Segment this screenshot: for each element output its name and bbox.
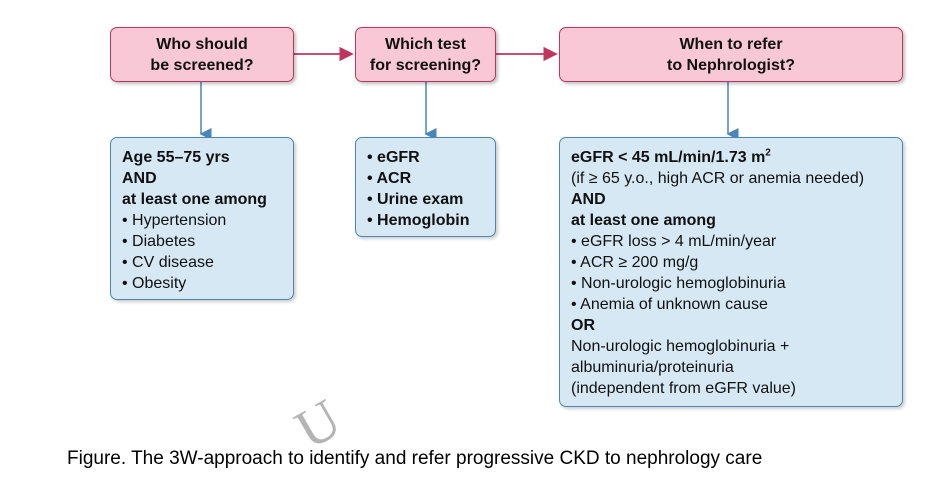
when-item-hemoglobinuria: • Non-urologic hemoglobinuria [571,275,786,292]
when-egfr-text: eGFR < 45 mL/min/1.73 m [571,149,766,166]
header-who-line-2: be screened? [150,56,254,74]
header-which-test: Which test for screening? [355,27,496,82]
when-at-least-one: at least one among [571,212,716,229]
which-tests-box: • eGFR • ACR • Urine exam • Hemoglobin [355,137,496,237]
who-item-obesity: • Obesity [122,275,187,292]
which-item-acr: • ACR [367,170,412,187]
when-alt-line-2: albuminuria/proteinuria [571,359,734,376]
header-who-line-1: Who should [156,35,248,53]
which-item-urine-exam: • Urine exam [367,191,464,208]
when-egfr-threshold: eGFR < 45 mL/min/1.73 m2 [571,147,892,168]
header-when-to-refer: When to refer to Nephrologist? [559,27,903,82]
who-and: AND [122,170,157,187]
when-or: OR [571,317,595,334]
when-alt-line-1: Non-urologic hemoglobinuria + [571,338,790,355]
who-age-range: Age 55–75 yrs [122,149,230,166]
when-item-acr: • ACR ≥ 200 mg/g [571,254,699,271]
when-and: AND [571,191,606,208]
header-when-line-1: When to refer [679,35,783,53]
which-item-egfr: • eGFR [367,149,420,166]
which-item-hemoglobin: • Hemoglobin [367,212,470,229]
when-item-egfr-loss: • eGFR loss > 4 mL/min/year [571,233,777,250]
who-item-hypertension: • Hypertension [122,212,227,229]
header-who-should-be-screened: Who should be screened? [110,27,294,82]
who-item-diabetes: • Diabetes [122,233,196,250]
who-at-least-one: at least one among [122,191,267,208]
when-criteria-box: eGFR < 45 mL/min/1.73 m2 (if ≥ 65 y.o., … [559,137,903,407]
when-item-anemia: • Anemia of unknown cause [571,296,768,313]
who-item-cv-disease: • CV disease [122,254,214,271]
when-age-note: (if ≥ 65 y.o., high ACR or anemia needed… [571,170,865,187]
header-when-line-2: to Nephrologist? [667,56,795,74]
figure-caption: Figure. The 3W-approach to identify and … [67,448,763,469]
header-which-line-2: for screening? [369,56,482,74]
who-criteria-box: Age 55–75 yrs AND at least one among • H… [110,137,294,300]
when-egfr-superscript: 2 [765,147,771,159]
header-which-line-1: Which test [385,35,466,53]
when-alt-line-3: (independent from eGFR value) [571,380,796,397]
